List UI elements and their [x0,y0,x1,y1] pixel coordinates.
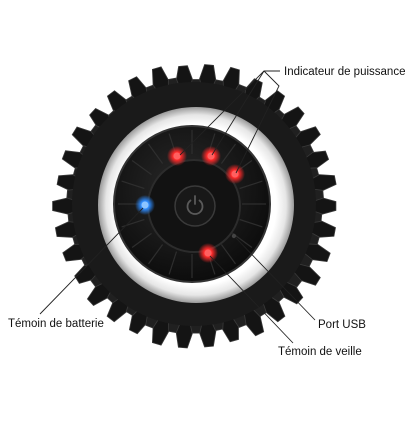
hub-rib [148,143,164,164]
standby-led [204,249,212,257]
hub-rib [168,251,178,275]
usb-port-label: Port USB [318,319,366,331]
battery-led [141,201,149,209]
power-indicator-label: Indicateur de puissance [284,66,406,78]
callout-power-2 [211,70,265,156]
power-button[interactable] [174,185,216,227]
hub-outer-rim [113,125,271,283]
callout-usb [234,236,316,321]
callout-power-3 [235,70,280,174]
callout-battery [39,207,144,315]
power-led-1 [173,152,181,160]
battery-indicator-label: Témoin de batterie [8,318,104,330]
power-icon [186,195,204,215]
hub-rib [131,160,152,176]
power-button-body[interactable] [174,185,216,227]
hub-rib [121,180,145,190]
hub-rib [239,180,263,190]
power-led-3 [231,170,239,178]
callout-lines [39,70,316,344]
hub-rib [220,143,236,164]
callout-standby [209,255,294,344]
hub-rib [148,244,164,265]
hub-rib [131,232,152,248]
power-led-2 [207,152,215,160]
hub-rib [239,218,263,228]
standby-indicator-label: Témoin de veille [278,346,362,358]
hub-rib [220,244,236,265]
